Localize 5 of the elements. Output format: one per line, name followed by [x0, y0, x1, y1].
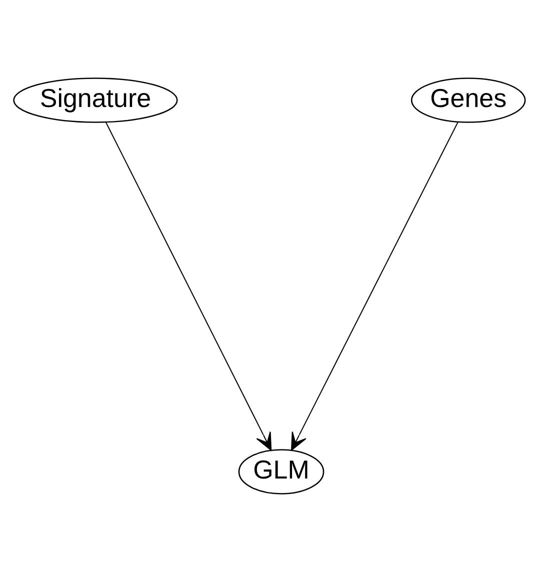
arrow — [106, 122, 272, 450]
node-ellipse: Genes — [410, 77, 526, 122]
node-ellipse: GLM — [238, 448, 324, 494]
arrow — [290, 122, 458, 450]
node-ellipse: Signature — [13, 77, 178, 122]
